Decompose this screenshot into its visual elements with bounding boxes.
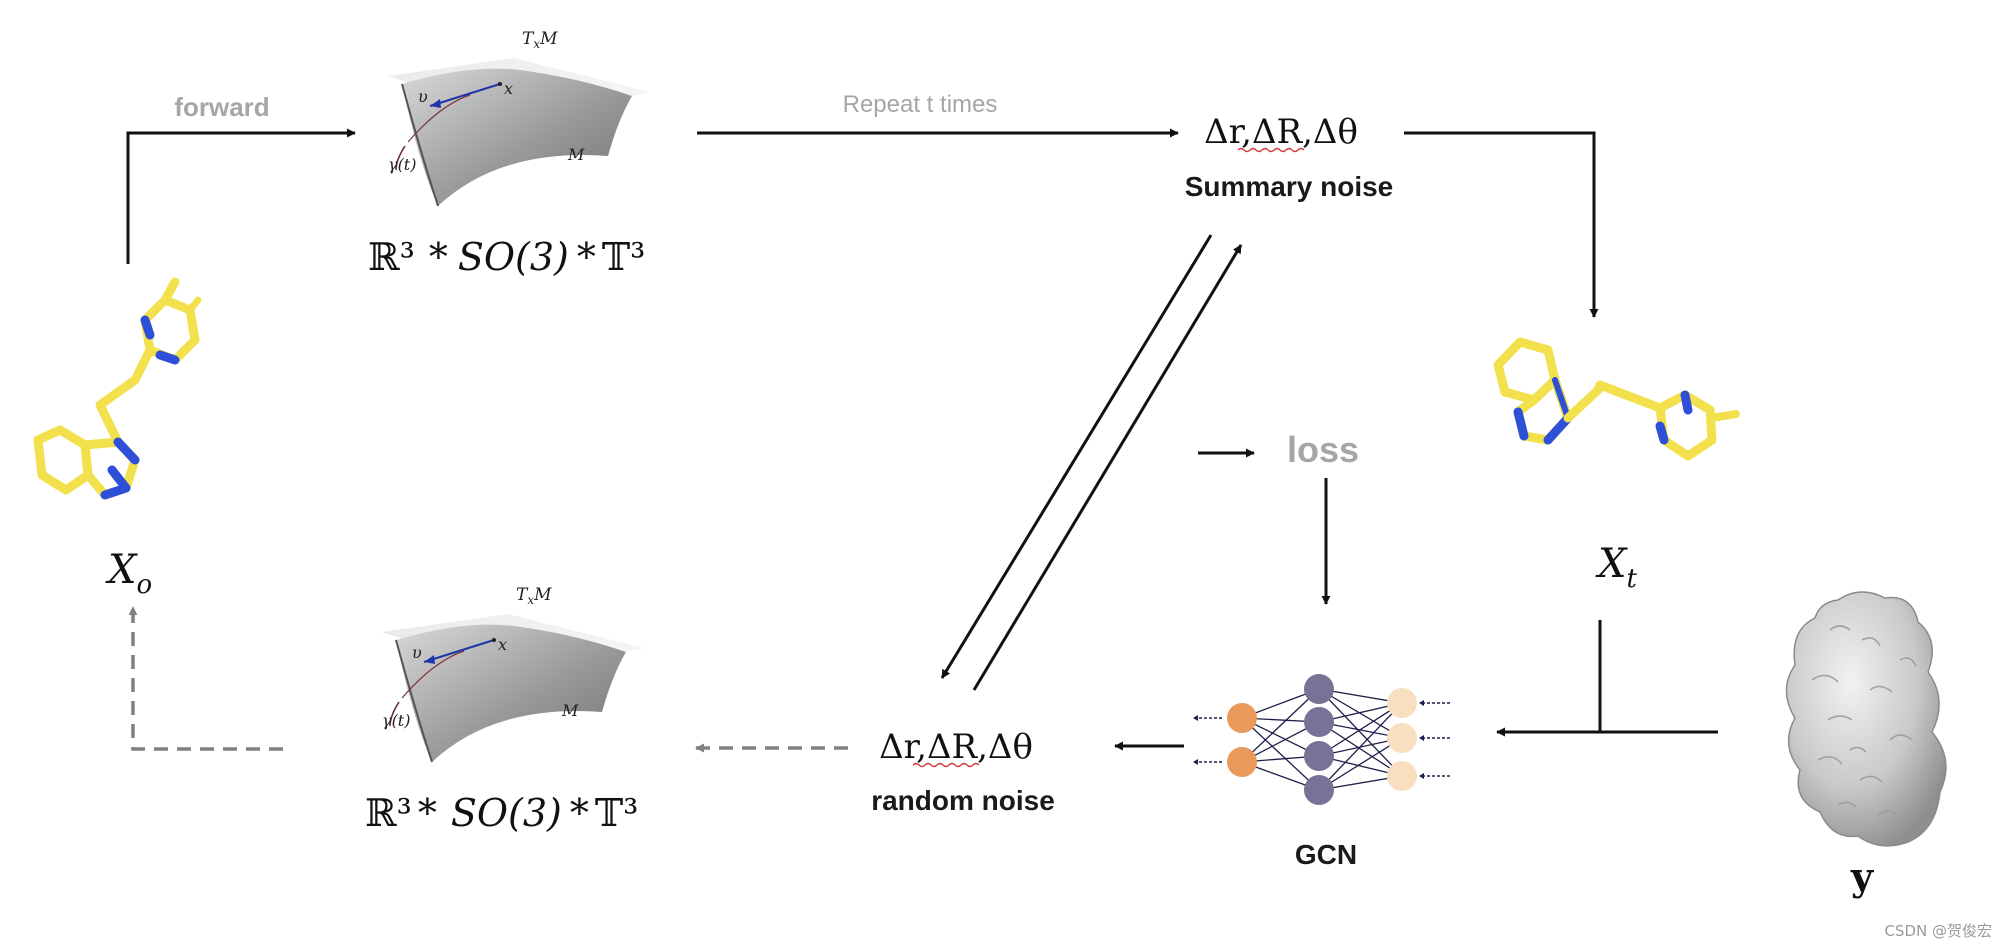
summary-noise-symbols: Δr,ΔR,Δθ [1204,112,1358,152]
y-label: y [1850,854,1874,899]
svg-text:γ(t): γ(t) [388,155,416,174]
manifold-top: TxM υ x γ(t) M [386,29,652,208]
to-x0-dashed-arrow [128,606,283,751]
svg-text:υ: υ [418,87,428,106]
svg-text:x: x [498,635,507,654]
forward-arrow [126,128,356,264]
random-noise-symbols: Δr,ΔR,Δθ [879,727,1033,767]
forward-label: forward [174,92,269,122]
summary-squiggle [1237,147,1305,153]
svg-text:υ: υ [412,643,422,662]
x0-label: Xo [105,547,152,600]
svg-text:TxM: TxM [522,29,558,51]
svg-text:x: x [504,79,513,98]
summary-noise-label: Summary noise [1185,171,1394,202]
ligand-xt-molecule [1493,337,1740,461]
svg-text:γ(t): γ(t) [382,711,410,730]
random-noise-label: random noise [871,785,1055,816]
diagonal-arrow-down [940,234,1213,679]
diagonal-arrow-up [972,244,1243,691]
ligand-x0-molecule [33,277,202,500]
gcn-network [1193,674,1450,805]
xt-label: Xt [1595,541,1637,594]
csdn-watermark: CSDN @贺俊宏 [1884,922,1992,940]
repeat-label: Repeat t times [843,91,998,118]
protein-structure [1785,591,1947,847]
space-formula-bottom: ℝ³*SO(3)*𝕋³ [365,791,638,835]
svg-text:M: M [561,701,579,720]
random-squiggle [912,762,980,768]
summary-to-xt-arrow [1404,131,1599,318]
svg-text:TxM: TxM [516,585,552,607]
space-formula-top: ℝ³*SO(3)*𝕋³ [368,235,645,279]
loss-label: loss [1287,429,1359,470]
manifold-bottom: TxM υ x γ(t) M [380,585,646,764]
gcn-label: GCN [1295,839,1357,870]
svg-text:M: M [567,145,585,164]
